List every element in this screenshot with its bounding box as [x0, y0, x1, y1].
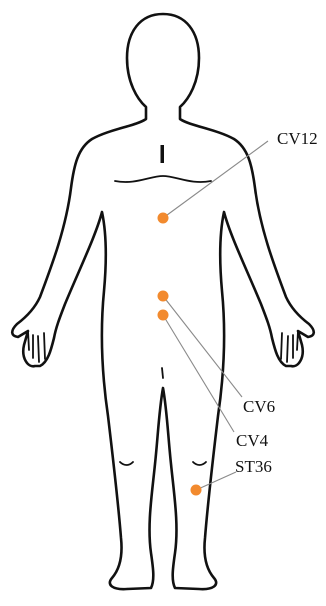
point-cv6-dot: [158, 291, 169, 302]
navel-mark: [162, 368, 163, 378]
left-knee: [120, 462, 133, 465]
label-cv6: CV6: [243, 397, 275, 416]
point-cv4-dot: [158, 310, 169, 321]
leader-cv6: [163, 296, 242, 397]
label-st36: ST36: [235, 457, 272, 476]
point-st36-dot: [191, 485, 202, 496]
left-fingers: [28, 331, 45, 362]
sternum-mark: [161, 145, 165, 163]
body-outline: [12, 14, 314, 589]
chest-line: [115, 176, 211, 182]
label-cv4: CV4: [236, 431, 269, 450]
right-knee: [193, 462, 206, 465]
leader-st36: [196, 472, 236, 490]
right-fingers: [281, 331, 298, 362]
point-cv12-dot: [158, 213, 169, 224]
label-cv12: CV12: [277, 129, 318, 148]
